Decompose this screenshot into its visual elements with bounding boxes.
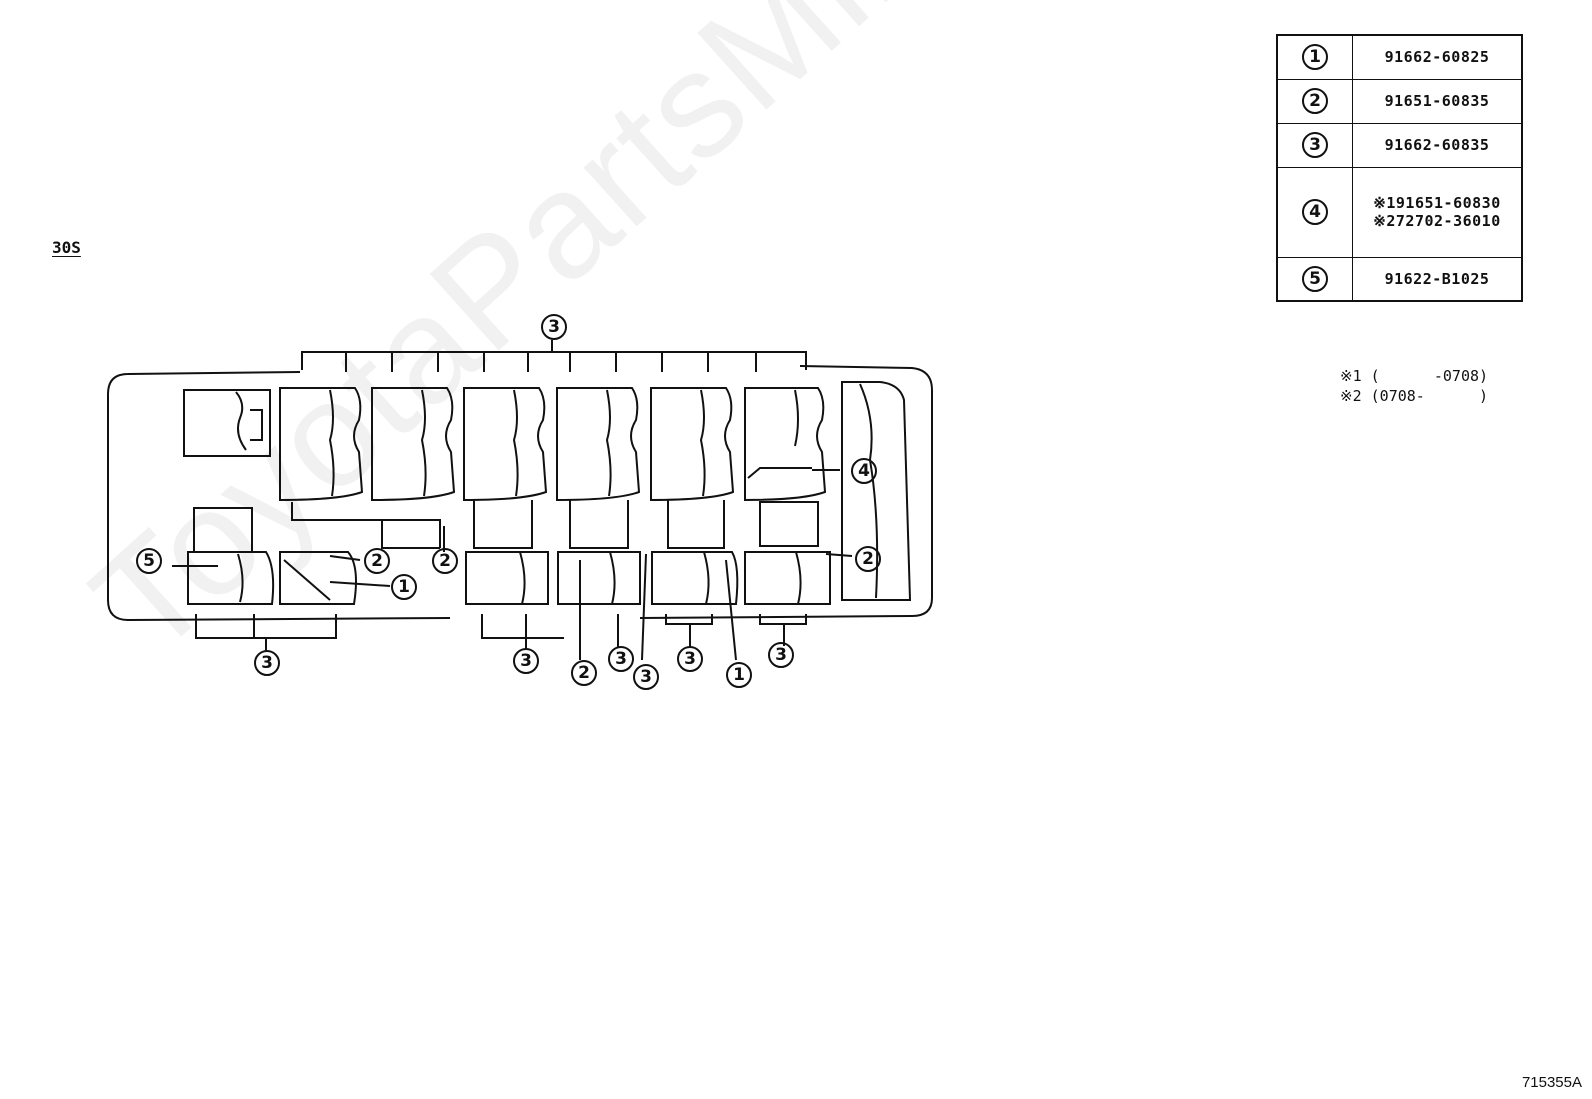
- callout-3-bottom-left: 3: [254, 650, 280, 676]
- bus-outline: [107, 365, 933, 622]
- part-number: 91662-60825: [1352, 34, 1523, 80]
- part-index: 3: [1302, 132, 1328, 158]
- part-number: 91651-60835: [1352, 78, 1523, 124]
- callout-5: 5: [136, 548, 162, 574]
- callout-2-left: 2: [364, 548, 390, 574]
- leader-line: [172, 467, 853, 661]
- bottom-bracket: [195, 614, 337, 652]
- note-range: (0708- ): [1370, 387, 1489, 405]
- seat-layout-diagram: [107, 340, 933, 661]
- seat-row-bottom: [187, 551, 831, 605]
- callout-3-bottom: 3: [633, 664, 659, 690]
- document-code: 715355A: [1521, 1074, 1582, 1091]
- part-number: 91662-60835: [1352, 122, 1523, 168]
- part-number: 91622-B1025: [1352, 256, 1523, 302]
- floor-brackets: [193, 500, 819, 553]
- notes: ※1 ( -0708) ※2 (0708- ): [1340, 366, 1488, 406]
- callout-1-left: 1: [391, 574, 417, 600]
- parts-row: 5 91622-B1025: [1276, 256, 1523, 302]
- note-mark: ※1: [1340, 367, 1362, 385]
- bottom-bracket: [481, 614, 564, 650]
- callout-2-right: 2: [855, 546, 881, 572]
- callout-3-bottom: 3: [608, 646, 634, 672]
- part-index: 5: [1302, 265, 1328, 292]
- callout-2-mid: 2: [432, 548, 458, 574]
- part-number: ※272702-36010: [1373, 212, 1501, 230]
- top-bracket: [301, 340, 807, 372]
- callout-3-bottom: 3: [677, 646, 703, 672]
- parts-row: 1 91662-60825: [1276, 34, 1523, 80]
- part-number: ※191651-60830: [1373, 194, 1501, 212]
- callout-3-bottom: 3: [513, 648, 539, 674]
- note-row: ※1 ( -0708): [1340, 366, 1488, 386]
- callout-2-bottom: 2: [571, 660, 597, 686]
- seat-row-top: [279, 387, 827, 502]
- parts-row: 3 91662-60835: [1276, 122, 1523, 168]
- parts-row: 2 91651-60835: [1276, 78, 1523, 124]
- bottom-bracket: [665, 614, 713, 648]
- note-row: ※2 (0708- ): [1340, 386, 1488, 406]
- part-index: 4: [1302, 199, 1328, 225]
- callout-3-bottom-right: 3: [768, 642, 794, 668]
- note-mark: ※2: [1340, 387, 1362, 405]
- callout-1-bottom: 1: [726, 662, 752, 688]
- part-number-cell: ※191651-60830 ※272702-36010: [1352, 166, 1523, 258]
- callout-3-top: 3: [541, 314, 567, 340]
- parts-row: 4 ※191651-60830 ※272702-36010: [1276, 166, 1523, 258]
- driver-console: [183, 389, 271, 457]
- part-index: 1: [1302, 44, 1328, 71]
- part-index: 2: [1302, 88, 1328, 114]
- parts-table: 1 91662-60825 2 91651-60835 3 91662-6083…: [1276, 34, 1523, 302]
- section-label: 30S: [52, 238, 81, 257]
- note-range: ( -0708): [1370, 367, 1489, 385]
- callout-4: 4: [851, 458, 877, 484]
